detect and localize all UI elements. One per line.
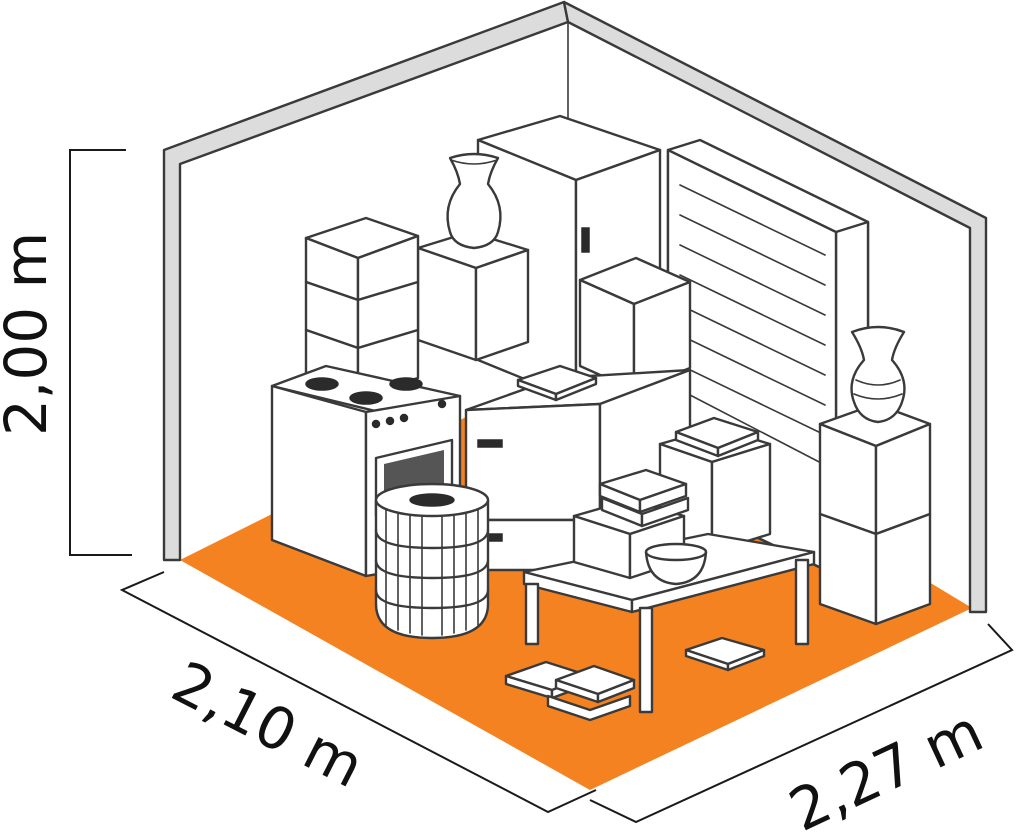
- vase-icon: [850, 325, 906, 424]
- book-stack-icon: [504, 660, 636, 722]
- dimension-width-label: 2,27 m: [779, 697, 993, 837]
- dimension-height-line: [69, 149, 132, 556]
- box-icon: [578, 256, 692, 392]
- vase-icon: [446, 152, 502, 250]
- box-icon: [818, 402, 932, 626]
- bowl-icon: [644, 542, 708, 586]
- book-stack-icon: [684, 636, 766, 672]
- dimension-width-line: [589, 623, 1014, 824]
- book-stack-icon: [674, 416, 760, 458]
- book-stack-icon: [516, 364, 598, 402]
- dimension-depth-label: 2,10 m: [162, 648, 375, 801]
- dimension-depth-line: [119, 571, 597, 814]
- dimension-height-label: 2,00 m: [0, 232, 60, 436]
- book-stack-icon: [598, 468, 690, 528]
- box-icon: [416, 230, 530, 362]
- tire-stack-icon: [374, 482, 490, 640]
